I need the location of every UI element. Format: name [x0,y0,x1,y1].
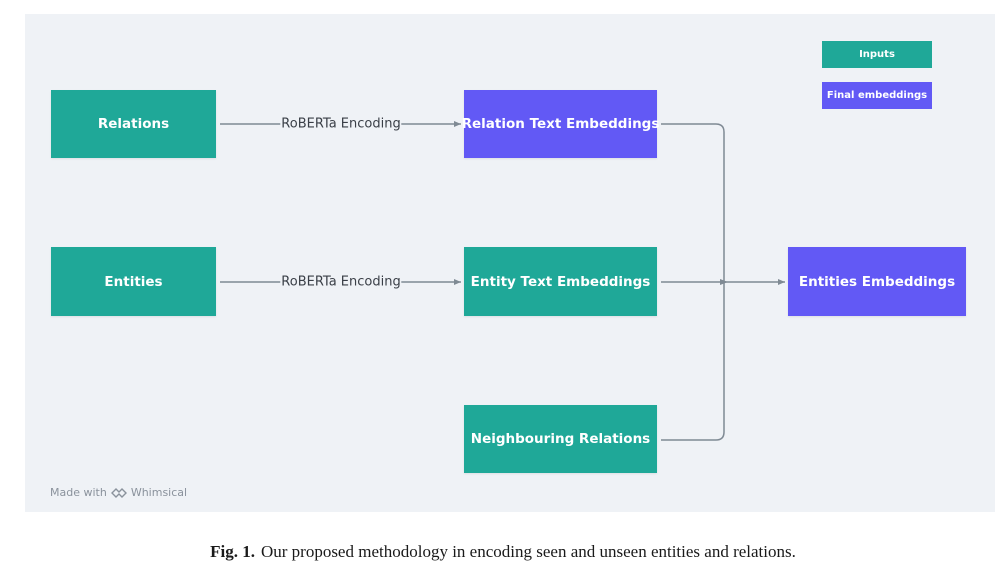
legend-final-embeddings: Final embeddings [822,82,932,109]
entities-node: Entities [51,247,216,316]
watermark-made-with: Made with [50,486,107,499]
relations-encoding-label: RoBERTa Encoding [280,116,402,132]
watermark-brand: Whimsical [130,486,188,499]
figure-caption-text: Our proposed methodology in encoding see… [260,542,796,561]
whimsical-watermark: Made with Whimsical [50,486,187,499]
legend-inputs: Inputs [822,41,932,68]
relations-node: Relations [51,90,216,158]
relation-text-to-merge-connector [661,123,725,282]
entities-encoding-label: RoBERTa Encoding [280,274,402,290]
neighbouring-to-merge-connector [661,282,725,441]
figure-caption-label: Fig. 1. [210,542,255,561]
figure-caption: Fig. 1. Our proposed methodology in encod… [0,542,1006,562]
entities-embeddings-node: Entities Embeddings [788,247,966,316]
entity-text-embeddings-node: Entity Text Embeddings [464,247,657,316]
neighbouring-relations-node: Neighbouring Relations [464,405,657,473]
relation-text-embeddings-node: Relation Text Embeddings [462,90,659,158]
merge-point-marker [720,279,728,285]
whimsical-logo-icon [110,487,127,499]
